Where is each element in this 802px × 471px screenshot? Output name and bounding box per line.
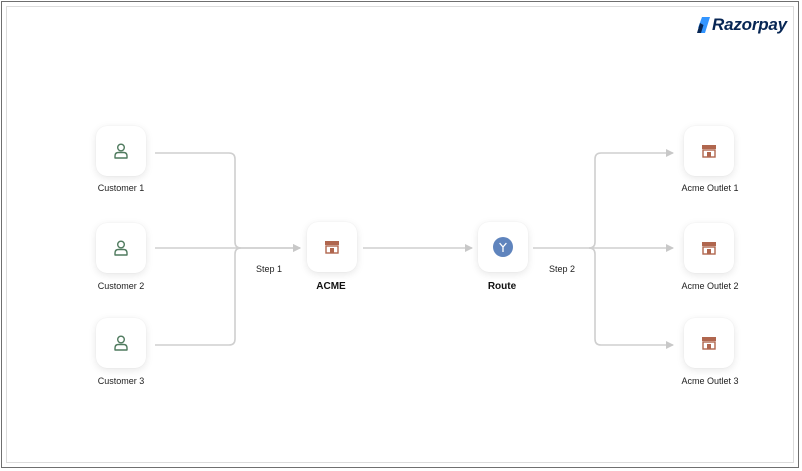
razorpay-logo-icon: [697, 17, 710, 33]
acme-node: [307, 222, 357, 272]
customer-label-2: Customer 2: [97, 281, 145, 291]
user-icon: [114, 240, 128, 256]
connector-customer-1: [155, 152, 301, 252]
acme-label: ACME: [316, 281, 346, 292]
outlet-label-2: Acme Outlet 2: [681, 281, 739, 291]
customer-node-2: [96, 223, 146, 273]
razorpay-logo: Razorpay: [696, 14, 787, 36]
store-icon: [702, 242, 716, 255]
route-node: [478, 222, 528, 272]
step-1-label: Step 1: [256, 264, 283, 274]
user-icon: [114, 143, 128, 159]
store-icon: [702, 337, 716, 350]
store-icon: [702, 145, 716, 158]
customer-node-1: [96, 126, 146, 176]
store-icon: [325, 241, 339, 254]
customer-label-3: Customer 3: [97, 376, 145, 386]
outlet-node-1: [684, 126, 734, 176]
connector-customer-3: [155, 247, 242, 346]
customer-label-1: Customer 1: [97, 183, 145, 193]
outlet-node-2: [684, 223, 734, 273]
user-icon: [114, 335, 128, 351]
outlet-label-3: Acme Outlet 3: [681, 376, 739, 386]
route-label: Route: [487, 281, 517, 292]
outlet-label-1: Acme Outlet 1: [681, 183, 739, 193]
connector-outlet-3: [588, 247, 674, 349]
route-icon: [499, 242, 507, 252]
customer-node-3: [96, 318, 146, 368]
outlet-node-3: [684, 318, 734, 368]
connector-outlet-1: [588, 149, 674, 249]
step-2-label: Step 2: [549, 264, 576, 274]
razorpay-logo-text: Razorpay: [712, 15, 787, 34]
diagram-canvas: [6, 6, 794, 463]
route-badge: [493, 237, 513, 257]
